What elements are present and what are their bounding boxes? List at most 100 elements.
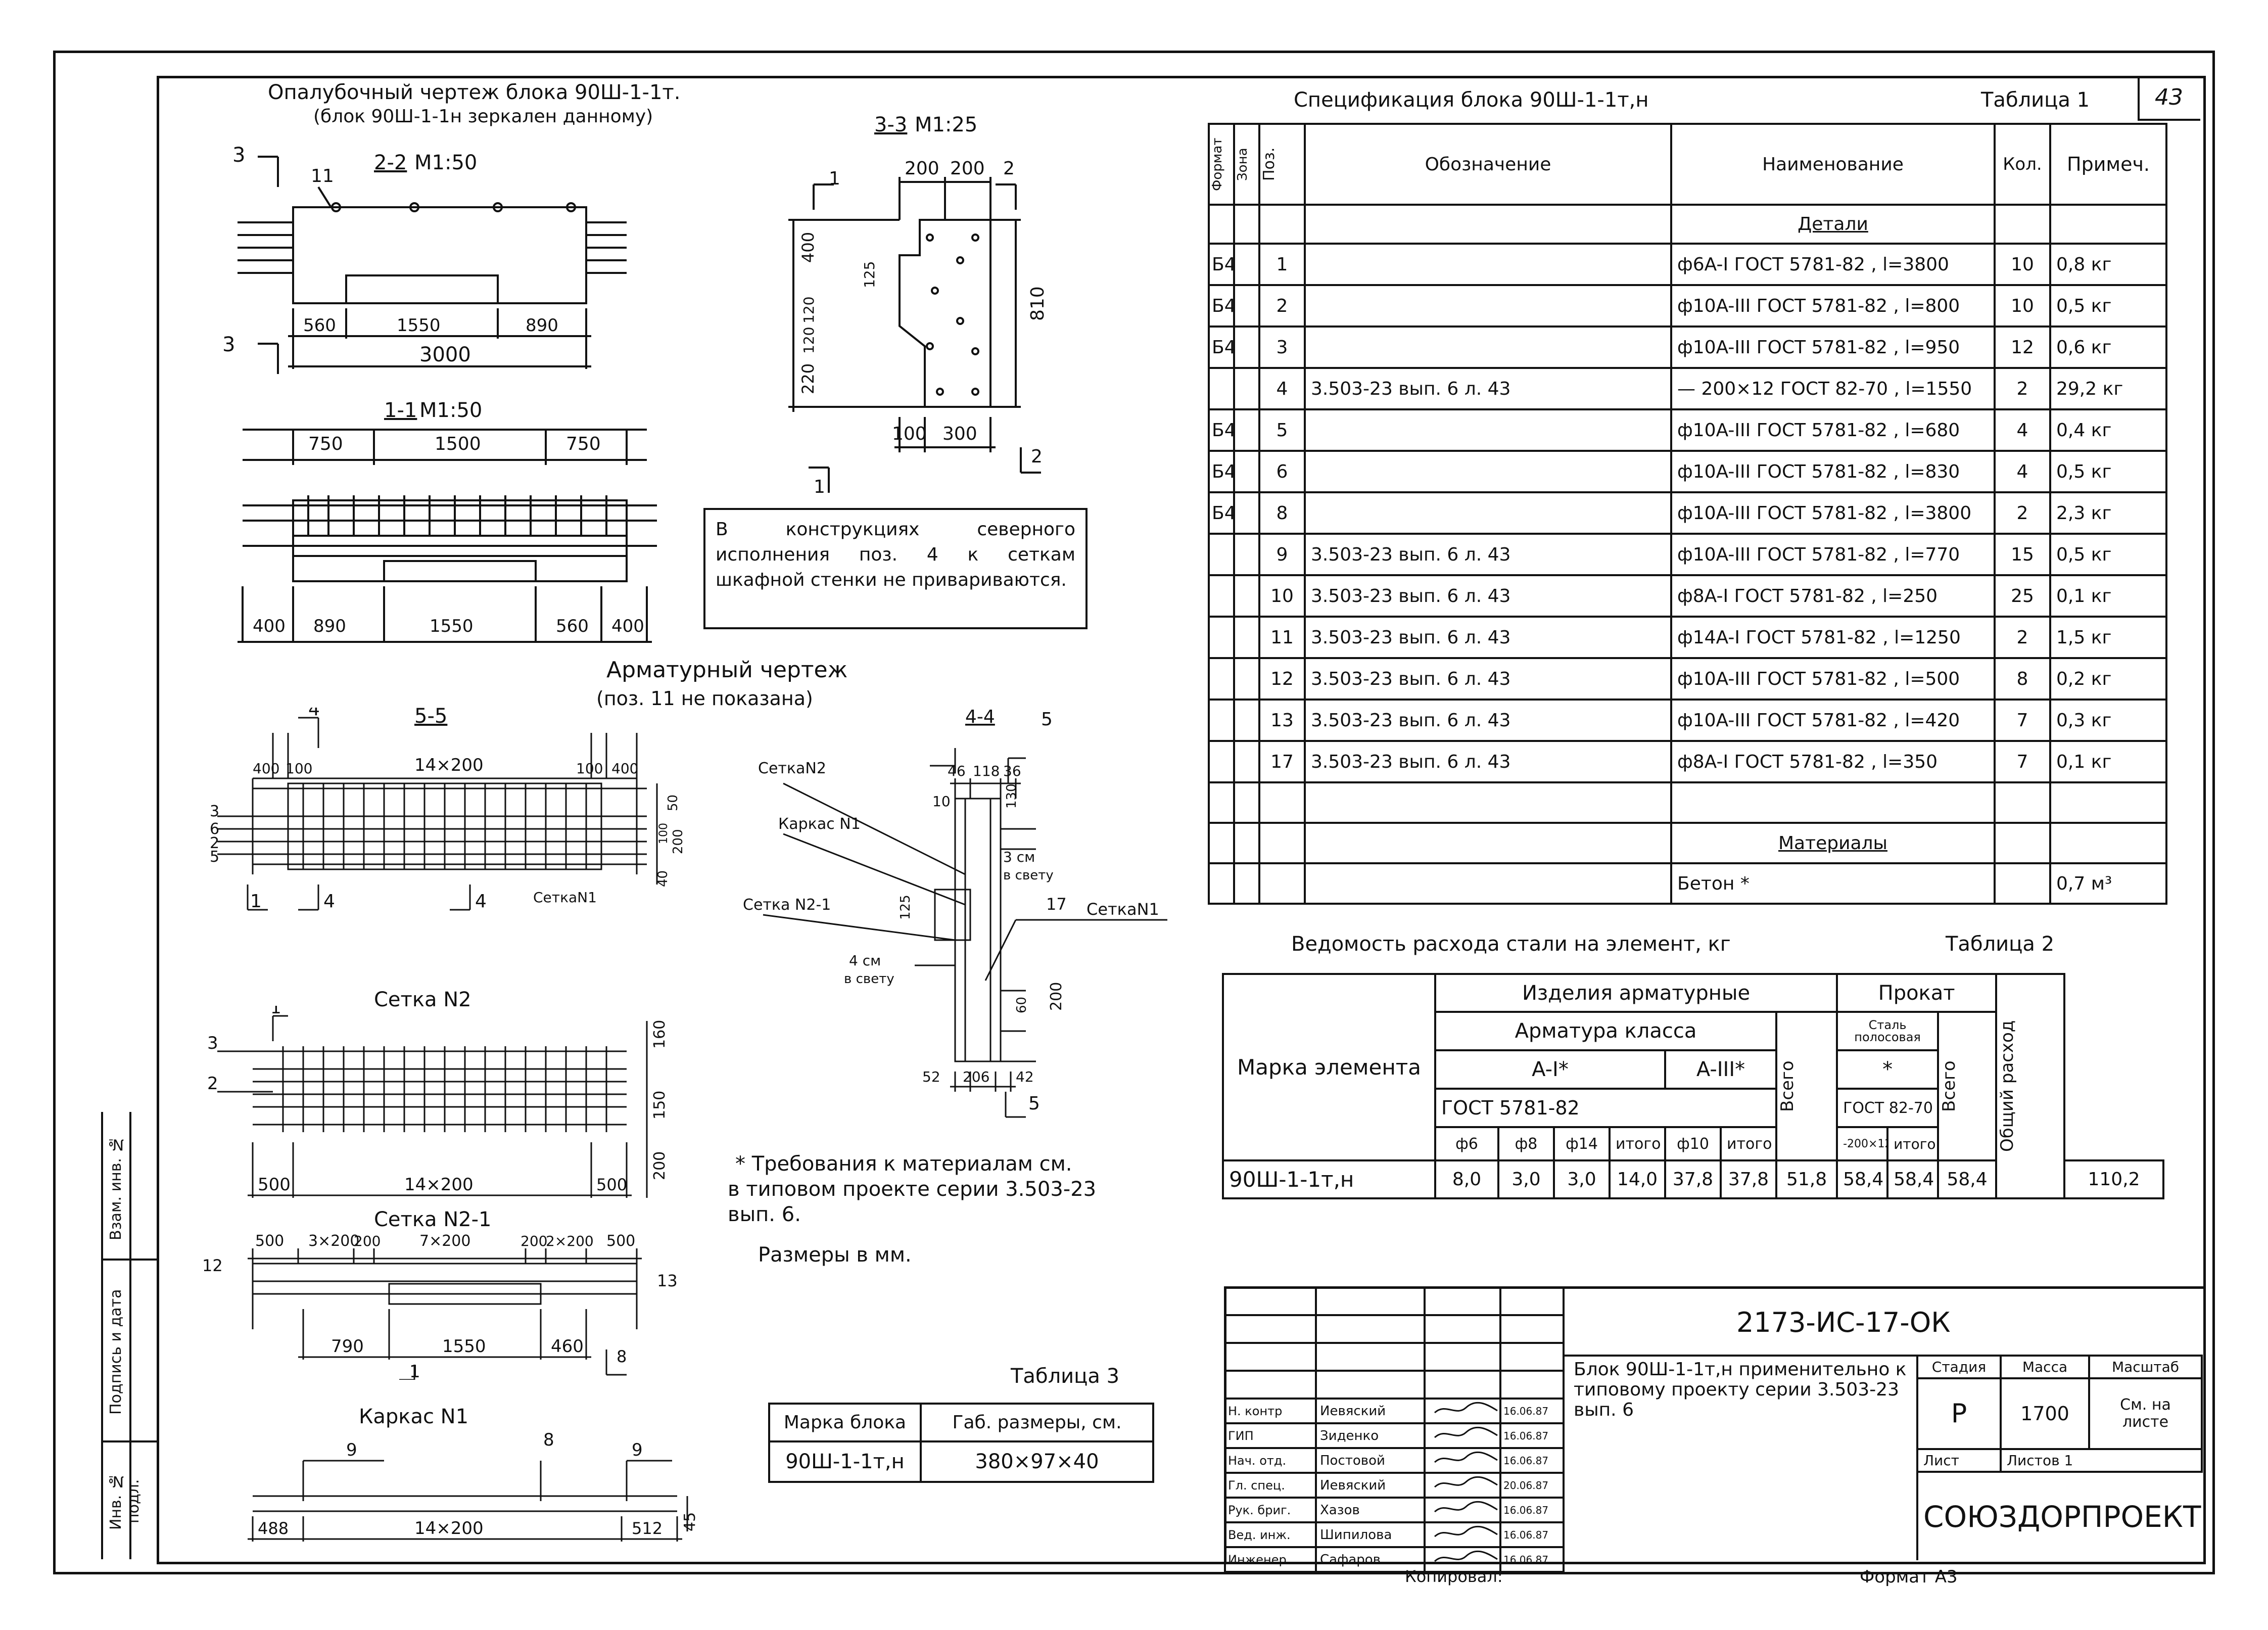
cage1-mark-9b: 9	[632, 1440, 643, 1460]
mesh21-top-3: 200	[354, 1233, 381, 1249]
mesh21-drawing: 500 3×200 200 7×200 200 2×200 500 12 13 …	[202, 1232, 678, 1380]
spec-cell-note: 29,2 кг	[2049, 367, 2167, 410]
spec-cell-designation: 3.503-23 вып. 6 л. 43	[1304, 367, 1672, 410]
note-line-2: в типовом проекте серии 3.503-23	[728, 1178, 1097, 1201]
spec-cell-qty: 2	[1994, 616, 2051, 659]
spec-cell-qty: 2	[1994, 491, 2051, 535]
sec11-scale: М1:50	[419, 399, 482, 422]
spec-cell-format	[1208, 657, 1235, 701]
cage1-h: 45	[681, 1512, 697, 1531]
mesh2-right-2: 150	[651, 1091, 669, 1120]
sec44-pos17: 17	[1046, 895, 1067, 914]
spec-cell-zone	[1233, 367, 1260, 410]
sec44-bot-52: 52	[922, 1068, 940, 1085]
sec33-cut-3: 2	[1031, 446, 1043, 467]
spec-cell-format: Б4	[1208, 408, 1235, 452]
mesh2-mark-2: 2	[207, 1074, 218, 1094]
spec-cell-note: 0,3 кг	[2049, 698, 2167, 742]
sec44-mesh2: СеткаN2	[758, 760, 826, 777]
spec-cell-name: ф10A-III ГОСТ 5781-82 , l=500	[1670, 657, 1996, 701]
note-line-3: вып. 6.	[728, 1203, 801, 1226]
stamp-person-role: Н. контр	[1224, 1398, 1317, 1424]
steel-h-a3: A-III*	[1664, 1049, 1777, 1090]
spec-cell-designation	[1304, 491, 1672, 535]
steel-sub-6: -200×12	[1836, 1126, 1889, 1161]
mesh21-bot-1: 790	[331, 1336, 364, 1357]
sec33-left-2: 125	[861, 261, 878, 288]
steel-h-rolled: Прокат	[1836, 973, 1998, 1013]
mesh2-bot-1: 500	[258, 1175, 291, 1195]
formwork-title: Опалубочный чертеж блока 90Ш-1-1т.	[268, 81, 681, 104]
spec-cell-note: 0,8 кг	[2049, 243, 2167, 286]
sec55-right-40: 40	[655, 870, 671, 887]
sec55-cut-b1: 4	[323, 891, 335, 912]
sec44-label: 4-4	[965, 708, 995, 727]
sec44-cut-bot: 5	[1028, 1093, 1040, 1114]
sec33-left-4: 120	[800, 327, 817, 354]
stamp-stage: Р	[1916, 1377, 2002, 1450]
sec33-bot-2: 300	[942, 424, 977, 444]
sec55-mark-6: 6	[210, 820, 219, 838]
sec44-dim-60: 60	[1014, 997, 1029, 1013]
sec55-top-1: 400	[253, 760, 279, 777]
stamp-person-role: Гл. спец.	[1224, 1472, 1317, 1499]
note-line-4: Размеры в мм.	[758, 1243, 912, 1267]
spec-cell-zone	[1233, 408, 1260, 452]
mesh21-title: Сетка N2-1	[374, 1208, 492, 1231]
sec11-bot-5: 400	[611, 616, 644, 636]
spec-cell-zone	[1233, 284, 1260, 328]
cage1-dim-2: 14×200	[414, 1518, 484, 1539]
spec-cell-qty: 4	[1994, 450, 2051, 493]
sec44-vsvetu: в свету	[1003, 868, 1054, 883]
mesh2-right-1: 160	[651, 1020, 669, 1049]
sec44-dim-130: 130	[1004, 783, 1019, 809]
steel-sub-3: итого	[1609, 1126, 1666, 1161]
steel-h-mark: Марка элемента	[1222, 973, 1436, 1161]
note-line-1: * Требования к материалам см.	[735, 1152, 1072, 1176]
mesh2-title: Сетка N2	[374, 988, 471, 1011]
section-3-3-drawing: 3-3 М1:25 200 200 400 125 120 120 220 81…	[788, 113, 1048, 497]
stamp-person-date: 16.06.87	[1499, 1422, 1565, 1449]
steel-h-strip: Сталь полосовая	[1836, 1010, 1940, 1052]
spec-cell-pos: 11	[1258, 616, 1306, 659]
sec55-cut-b2: 1	[250, 891, 262, 912]
spec-cell-designation	[1304, 450, 1672, 493]
steel-h-gost1: ГОСТ 5781-82	[1434, 1088, 1777, 1129]
spec-cell-qty: 8	[1994, 657, 2051, 701]
sec44-dim-10: 10	[932, 793, 951, 810]
steel-value: 58,4	[1937, 1159, 1998, 1199]
spec-cell-pos: 1	[1258, 243, 1306, 286]
stamp-person-name: Сафаров	[1315, 1546, 1426, 1573]
stamp-copied: Копировал:	[1405, 1567, 1503, 1586]
spec-cell-format: Б4	[1208, 325, 1235, 369]
rebar-subtitle: (поз. 11 не показана)	[596, 687, 813, 710]
spec-cell-name: ф10A-III ГОСТ 5781-82 , l=420	[1670, 698, 1996, 742]
sec33-cut-2: 2	[1003, 158, 1015, 179]
steel-h-rebar-class: Арматура класса	[1434, 1010, 1777, 1052]
north-note-box: В конструкциях северного исполнения поз.…	[703, 508, 1088, 629]
steel-h-star: *	[1836, 1049, 1940, 1090]
rebar-title: Арматурный чертеж	[606, 657, 848, 683]
spec-table: Формат Зона Поз. Обозначение Наименовани…	[1208, 123, 2167, 905]
spec-h-pos: Поз.	[1258, 123, 1306, 206]
mesh21-pos8: 8	[617, 1347, 627, 1366]
section-1-1-drawing: 1-1 М1:50 750 1500 750 400 890 1550 560 …	[238, 399, 657, 643]
spec-cell-zone	[1233, 574, 1260, 618]
sec22-dim-2: 1550	[397, 315, 441, 336]
spec-cell-note: 0,5 кг	[2049, 284, 2167, 328]
stamp-desc-cell: Блок 90Ш-1-1т,н применительно к типовому…	[1563, 1355, 1918, 1559]
steel-h-total2: Всего	[1937, 1011, 1998, 1161]
spec-cell-zone	[1233, 450, 1260, 493]
spec-cell-name: ф8A-I ГОСТ 5781-82 , l=350	[1670, 740, 1996, 783]
steel-h-total-all: Общий расход	[1995, 973, 2066, 1199]
mesh21-top-6: 2×200	[546, 1233, 594, 1249]
cage1-dim-3: 512	[632, 1519, 663, 1538]
stamp-person-date: 16.06.87	[1499, 1497, 1565, 1523]
sec33-left-3: 120	[800, 297, 817, 323]
formwork-subtitle: (блок 90Ш-1-1н зеркален данному)	[313, 106, 653, 127]
